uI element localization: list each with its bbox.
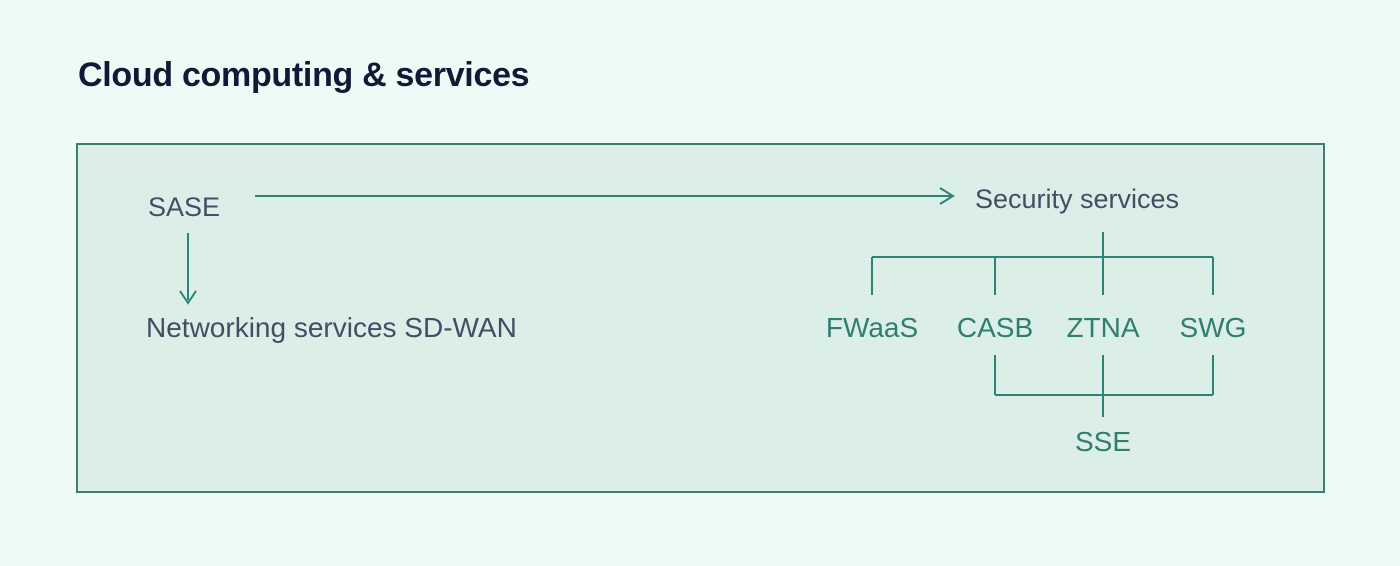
node-sse: SSE (1074, 426, 1132, 457)
node-networking-sdwan: Networking services SD-WAN (146, 312, 517, 343)
page-title: Cloud computing & services (78, 56, 530, 94)
node-fwaas: FWaaS (825, 312, 919, 343)
node-swg: SWG (1179, 312, 1247, 343)
node-security-services: Security services (975, 184, 1180, 214)
node-casb: CASB (956, 312, 1034, 343)
node-sase: SASE (148, 192, 221, 222)
diagram-panel (76, 143, 1325, 493)
node-ztna: ZTNA (1066, 312, 1140, 343)
